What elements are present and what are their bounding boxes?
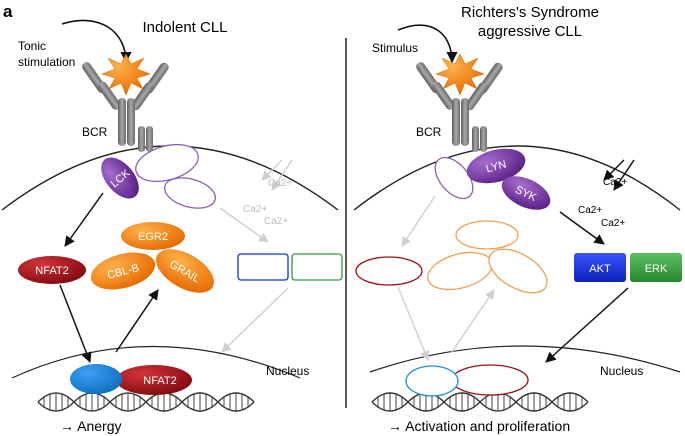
akt-label: AKT bbox=[589, 263, 611, 275]
nfat2-to-nucleus-arrow bbox=[59, 284, 92, 363]
lck-to-nfat2-arrow bbox=[64, 192, 104, 247]
left-calcium-label-2: Ca2+ bbox=[243, 204, 267, 215]
left-outcome: → Anergy bbox=[60, 418, 121, 434]
nfat2-label: NFAT2 bbox=[35, 265, 68, 277]
left-bcr-receptor-icon bbox=[82, 62, 169, 152]
right-calcium-label-1: Ca2+ bbox=[603, 177, 627, 188]
akt-box bbox=[574, 253, 626, 282]
left-box-to-nucleus-arrow bbox=[221, 287, 289, 353]
left-akt-outline-box bbox=[237, 253, 289, 281]
right-bcr-receptor-icon bbox=[416, 62, 503, 152]
right-stimulus-arrow bbox=[397, 24, 458, 64]
left-nucleus-label: Nucleus bbox=[266, 364, 309, 378]
right-title-line2: aggressive CLL bbox=[478, 23, 582, 40]
right-antigen-star-icon bbox=[435, 53, 485, 96]
nucleus-to-grail-arrow bbox=[115, 289, 159, 353]
lyn-label: LYN bbox=[485, 158, 508, 175]
left-dna-strand-2 bbox=[37, 392, 255, 412]
right-dna-blue-outline bbox=[405, 365, 459, 397]
left-bcr-label: BCR bbox=[82, 125, 108, 139]
right-nuclear-membrane bbox=[369, 345, 681, 373]
right-title-line1: Richters's Syndrome bbox=[461, 4, 599, 21]
right-bcr-label: BCR bbox=[416, 125, 442, 139]
akt-to-nucleus-arrow bbox=[545, 287, 629, 363]
left-panel: Indolent CLL Tonic stimulation BCR LCK bbox=[1, 19, 343, 434]
panel-letter: a bbox=[3, 2, 13, 21]
right-cell-membrane bbox=[353, 145, 681, 211]
left-stimulus-line2: stimulation bbox=[18, 55, 75, 69]
egr2-label: EGR2 bbox=[138, 231, 168, 243]
right-nfat2-outline bbox=[355, 256, 423, 286]
left-calcium-label-1: Ca2+ bbox=[268, 178, 292, 189]
right-calcium-label-3: Ca2+ bbox=[601, 218, 625, 229]
nfat2-dna-bound-protein bbox=[116, 365, 192, 395]
right-lck-outline bbox=[434, 156, 474, 200]
lyn-protein bbox=[466, 148, 526, 184]
left-dna-rungs bbox=[43, 393, 249, 411]
left-antigen-star-icon bbox=[101, 53, 151, 96]
left-stimulus-arrow bbox=[61, 19, 132, 64]
left-calcium-arrow-1 bbox=[261, 159, 283, 181]
right-dna-strand-2 bbox=[371, 392, 589, 412]
syk-to-akt-arrow bbox=[559, 211, 605, 245]
left-adaptor-outline-2 bbox=[163, 177, 217, 209]
lck-protein bbox=[101, 157, 139, 199]
right-calcium-label-2: Ca2+ bbox=[578, 205, 602, 216]
right-dna-rungs bbox=[377, 393, 583, 411]
right-cblb-outline bbox=[427, 251, 493, 291]
cblb-protein bbox=[90, 252, 156, 290]
right-faded-arrow-2 bbox=[397, 286, 430, 361]
right-egr2-outline bbox=[455, 220, 519, 250]
left-stimulus-line1: Tonic bbox=[18, 39, 46, 53]
syk-protein bbox=[501, 176, 551, 210]
right-panel: Richters's Syndrome aggressive CLL Stimu… bbox=[353, 4, 682, 434]
left-erk-outline-box bbox=[291, 253, 343, 281]
left-calcium-label-3: Ca2+ bbox=[264, 216, 288, 227]
left-calcium-arrow-2 bbox=[271, 159, 293, 191]
nfat2-dna-label: NFAT2 bbox=[143, 375, 176, 387]
right-outcome: → Activation and proliferation bbox=[388, 418, 570, 434]
egr2-protein bbox=[121, 222, 185, 250]
left-dna-bound-blue-partner bbox=[70, 364, 122, 394]
erk-box bbox=[630, 253, 682, 282]
left-calcium-to-box-arrow bbox=[219, 207, 269, 243]
nfat2-protein bbox=[18, 256, 86, 284]
left-nuclear-membrane bbox=[11, 345, 301, 379]
right-nucleus-label: Nucleus bbox=[600, 364, 643, 378]
right-calcium-arrow-1 bbox=[603, 159, 625, 181]
grail-protein bbox=[156, 249, 214, 293]
right-grail-outline bbox=[488, 248, 548, 294]
right-faded-arrow-1 bbox=[401, 195, 436, 247]
right-nfat2-dna-outline bbox=[451, 364, 529, 396]
erk-label: ERK bbox=[645, 263, 668, 275]
right-faded-arrow-3 bbox=[451, 289, 495, 353]
left-title: Indolent CLL bbox=[142, 19, 227, 36]
right-calcium-arrow-2 bbox=[613, 159, 635, 191]
right-stimulus: Stimulus bbox=[372, 41, 418, 55]
